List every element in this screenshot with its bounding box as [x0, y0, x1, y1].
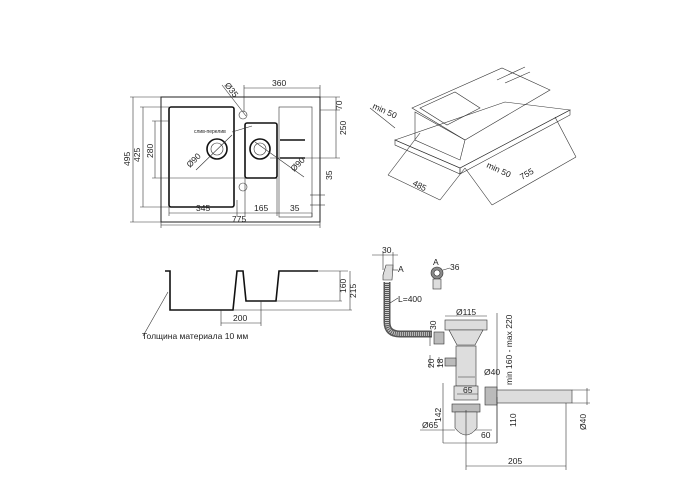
dim-360: 360	[272, 78, 286, 88]
tailpiece	[455, 345, 477, 387]
top-view: 360 Ø35 70 250 35 495 425 280 слив-перел…	[122, 78, 348, 228]
dim-d90-left: Ø90	[184, 151, 203, 170]
dim-d40-pipe: Ø40	[484, 367, 500, 377]
dim-35-bottom: 35	[290, 203, 300, 213]
sink-top	[411, 67, 551, 141]
dim-30-side: 30	[428, 320, 438, 330]
dim-345: 345	[196, 203, 210, 213]
dim-142: 142	[433, 408, 443, 422]
hose-length: L=400	[398, 294, 422, 304]
overflow-nut	[433, 331, 445, 345]
dim-d40-outlet: Ø40	[578, 414, 588, 430]
dim-425: 425	[132, 148, 142, 162]
tap-hole	[238, 110, 248, 120]
dim-250: 250	[338, 121, 348, 135]
label-a: A	[398, 264, 404, 274]
dim-160: 160	[338, 279, 348, 293]
dim-min50-left: min 50	[371, 101, 399, 121]
outlet-nut	[484, 386, 498, 406]
drain-left	[206, 138, 228, 160]
dim-215: 215	[348, 284, 358, 298]
dim-30-top: 30	[382, 245, 392, 255]
small-bowl	[244, 122, 278, 179]
countertop	[394, 101, 571, 169]
material-thickness-note: Толщина материала 10 мм	[142, 331, 248, 341]
dim-35-right: 35	[324, 170, 334, 180]
dim-205: 205	[508, 456, 522, 466]
sink-outline	[160, 96, 321, 223]
dim-775: 775	[232, 214, 246, 224]
dim-755: 755	[518, 166, 536, 182]
isometric-view: min 50 485 min 50 755	[369, 66, 577, 206]
drain-right	[249, 138, 271, 160]
detail-a-label: A	[433, 257, 439, 267]
dim-20: 20	[426, 358, 436, 368]
side-inlet	[444, 357, 457, 367]
dim-min50-right: min 50	[485, 160, 513, 180]
dim-65: 65	[463, 385, 473, 395]
dim-18: 18	[435, 358, 445, 368]
overflow-fitting	[382, 264, 394, 281]
dim-min-max-range: min 160 - max 220	[504, 314, 514, 385]
drainboard	[278, 106, 313, 218]
dim-165: 165	[254, 203, 268, 213]
dim-d65: Ø65	[422, 420, 438, 430]
outlet-pipe	[496, 389, 573, 404]
section-view: 160 215 200 Толщина материала 10 мм	[142, 270, 358, 341]
overflow-label: слив-перелив	[194, 129, 226, 135]
dim-36: 36	[450, 262, 460, 272]
sink-section	[165, 270, 318, 311]
dim-495: 495	[122, 152, 132, 166]
large-bowl	[168, 106, 235, 208]
siphon-view: 30 A L=400 A 36 Ø115 30 20 18 Ø40 min 16…	[372, 245, 590, 470]
dim-200: 200	[233, 313, 247, 323]
dim-280: 280	[145, 144, 155, 158]
dim-60: 60	[481, 430, 491, 440]
drain-flange	[444, 319, 488, 331]
dim-70: 70	[334, 100, 344, 110]
dim-110: 110	[508, 413, 518, 427]
dim-485: 485	[411, 178, 428, 193]
dim-d115: Ø115	[456, 307, 476, 317]
overflow-hose	[383, 282, 432, 338]
